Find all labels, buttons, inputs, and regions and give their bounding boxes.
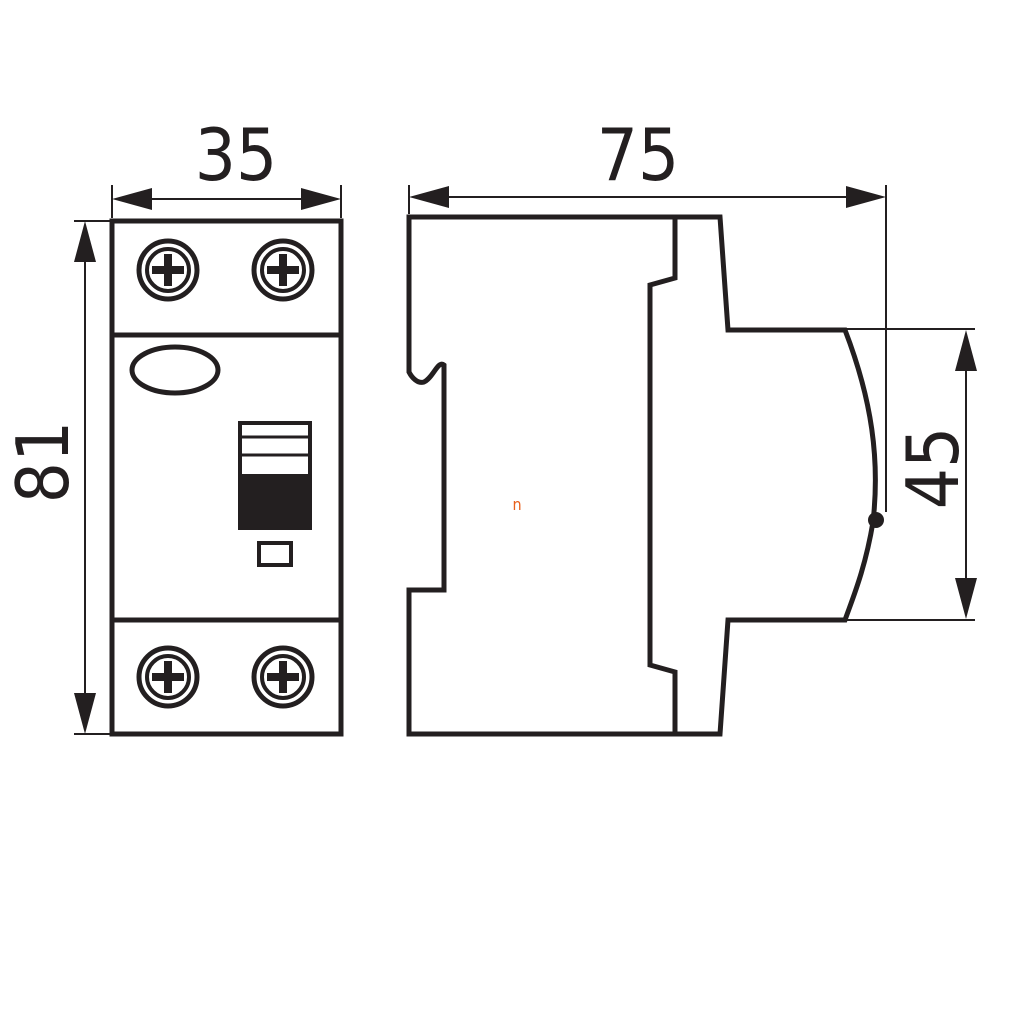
front-body-outline [109,218,344,737]
indicator-window [129,344,221,396]
side-inner-contour [647,219,678,732]
test-button-icon [257,541,293,567]
terminal-screw-icon [251,645,315,709]
terminal-screw-icon [136,645,200,709]
marker-label: n [512,495,521,514]
height-dimension-label: 81 [1,421,85,503]
side-body-outline [406,214,878,737]
depth-dimension: 75 [408,113,887,512]
width-dimension-label: 35 [195,113,277,197]
front-height-dimension-label: 45 [891,427,975,509]
depth-dimension-label: 75 [597,113,679,197]
terminal-screw-icon [136,238,200,302]
width-dimension: 35 [111,113,342,218]
front-height-dimension: 45 [845,328,977,621]
front-view [109,218,344,737]
side-view: n [406,214,884,737]
lever-pivot-dot [868,512,884,528]
terminal-screw-icon [251,238,315,302]
toggle-lever-icon [238,421,312,530]
height-dimension: 81 [1,220,110,735]
